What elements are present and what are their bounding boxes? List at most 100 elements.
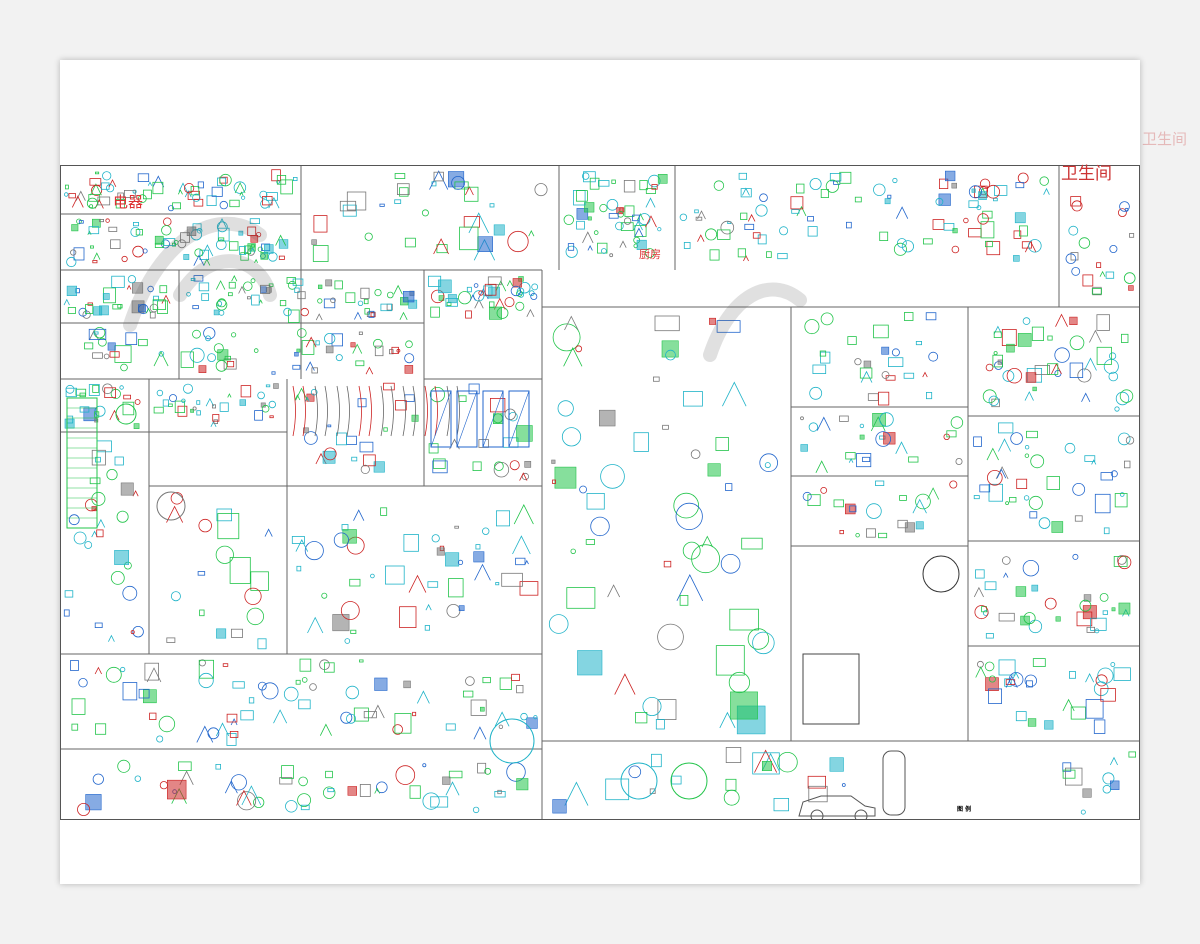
filled-symbol [404,365,414,374]
plant-symbol [96,518,106,528]
furniture-symbol [229,731,239,738]
furniture-symbol [91,449,106,466]
filled-symbol [317,284,323,290]
plant-symbol [201,244,214,257]
furniture-symbol [839,171,852,184]
furniture-symbol [89,477,101,485]
furniture-symbol [635,712,648,724]
furniture-symbol [875,480,885,486]
furniture-symbol [87,302,93,306]
fixture-symbol [548,614,569,634]
plant-symbol [146,667,162,683]
furniture-symbol [88,384,100,396]
furniture-symbol [1015,182,1025,189]
filled-symbol [1118,602,1131,615]
fixture-symbol [472,806,480,814]
furniture-symbol [671,775,682,785]
fixture-symbol [120,666,126,673]
fixture-symbol [91,491,106,506]
furniture-symbol [583,171,596,183]
furniture-symbol [412,711,417,717]
door-panel [430,390,452,448]
plant-symbol [528,230,535,237]
fixture-symbol [968,185,982,199]
filled-symbol [332,614,350,632]
furniture-symbol [391,346,399,354]
plant-symbol [227,393,232,398]
furniture-symbol [201,293,209,301]
fixture-symbol [759,453,778,473]
fixture-symbol [310,388,318,396]
fixture-symbol [606,198,619,211]
furniture-symbol [586,492,605,510]
plant-symbol [494,711,510,727]
filled-symbol [844,503,856,515]
furniture-symbol [360,287,370,299]
bathroom-label: 卫生间 [1061,164,1112,184]
fixture-symbol [405,340,413,349]
plant-symbol [986,447,999,461]
furniture-symbol [180,232,190,243]
filled-symbol [997,359,1003,365]
plant-symbol [429,170,449,190]
furniture-symbol [117,304,123,309]
filled-symbol [598,409,616,427]
furniture-symbol [257,638,267,650]
furniture-symbol [695,216,703,221]
filled-symbol [107,342,116,351]
furniture-symbol [946,430,957,438]
fixture-symbol [808,422,819,432]
filled-symbol [250,235,259,243]
furniture-symbol [430,796,449,808]
furniture-symbol [323,662,335,673]
plant-symbol [495,280,507,292]
fixture-symbol [1119,492,1125,497]
furniture-symbol [281,765,294,779]
plant-symbol [697,234,705,242]
fixture-symbol [1068,225,1079,236]
fixture-symbol [720,553,741,574]
fixture-symbol [300,307,309,317]
section-dividers [61,166,1139,819]
fixture-symbol [231,332,237,338]
fixture-symbol [170,492,184,505]
filled-symbol [576,208,589,220]
furniture-symbol [904,312,914,321]
fixture-symbol [92,773,104,785]
fixture-symbol [675,502,703,530]
filled-symbol [1006,343,1015,353]
fixture-symbol [421,209,429,217]
furniture-symbol [1096,314,1110,331]
plant-symbol [722,381,747,407]
fixture-symbol [458,291,472,305]
furniture-symbol [215,764,221,770]
fixture-symbol [552,323,581,352]
stone-paving [802,653,860,725]
filled-symbol [1017,333,1032,347]
plant-symbol [1089,329,1102,343]
furniture-symbol [248,697,255,704]
fixture-symbol [260,199,270,209]
plant-symbol [676,574,704,601]
plant-symbol [275,234,287,246]
furniture-symbol [1100,472,1113,481]
fixture-symbol [1002,370,1015,382]
filled-symbol [325,279,333,287]
fixture-symbol [298,776,308,787]
furniture-symbol [566,587,596,609]
filled-symbol [143,689,157,704]
fixture-symbol [244,587,262,605]
furniture-symbol [249,218,260,225]
furniture-symbol [109,351,120,358]
furniture-symbol [552,479,556,484]
plant-symbol [564,781,589,806]
furniture-symbol [752,232,761,239]
furniture-symbol [791,209,800,214]
fixture-symbol [168,205,175,212]
fixture-symbol [147,285,154,293]
furniture-symbol [1065,767,1083,786]
furniture-symbol [374,345,384,357]
fixture-symbol [1108,371,1119,382]
plant-symbol [1024,391,1034,401]
fixture-symbol [955,457,963,465]
